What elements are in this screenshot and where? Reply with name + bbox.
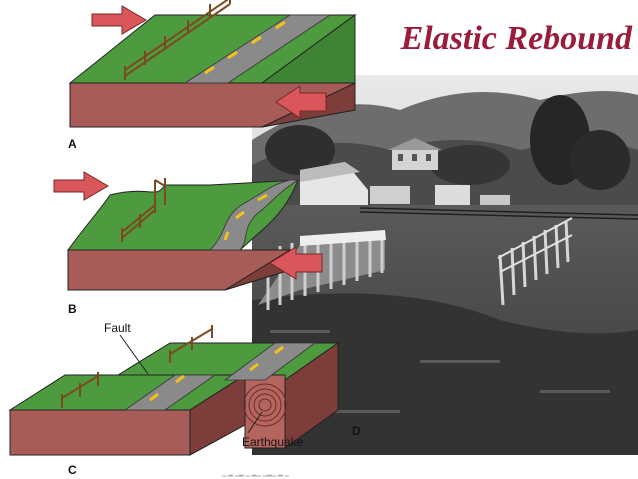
earthquake-label: Earthquake [242,435,304,449]
historic-fence-photo [252,75,638,455]
panel-label-a: A [68,137,77,151]
arrow-a-bottom [275,85,327,119]
panel-c-block [8,325,340,456]
panel-a-block [68,0,357,128]
panel-label-d: D [352,424,361,438]
arrow-a-top [91,5,147,35]
slide-title: Elastic Rebound [400,20,632,57]
arrow-b-top [53,171,109,201]
fault-label: Fault [104,321,131,335]
panel-label-b: B [68,302,77,316]
arrow-b-bottom [269,246,323,280]
image-credit: ▁ ▂ ▁▂ ▁ ▂▁ ▁▂▁ ▂ ▁ [222,471,290,477]
panel-b-block [53,171,323,291]
panel-label-c: C [68,463,77,477]
earthquake-focus-rings [243,383,287,427]
